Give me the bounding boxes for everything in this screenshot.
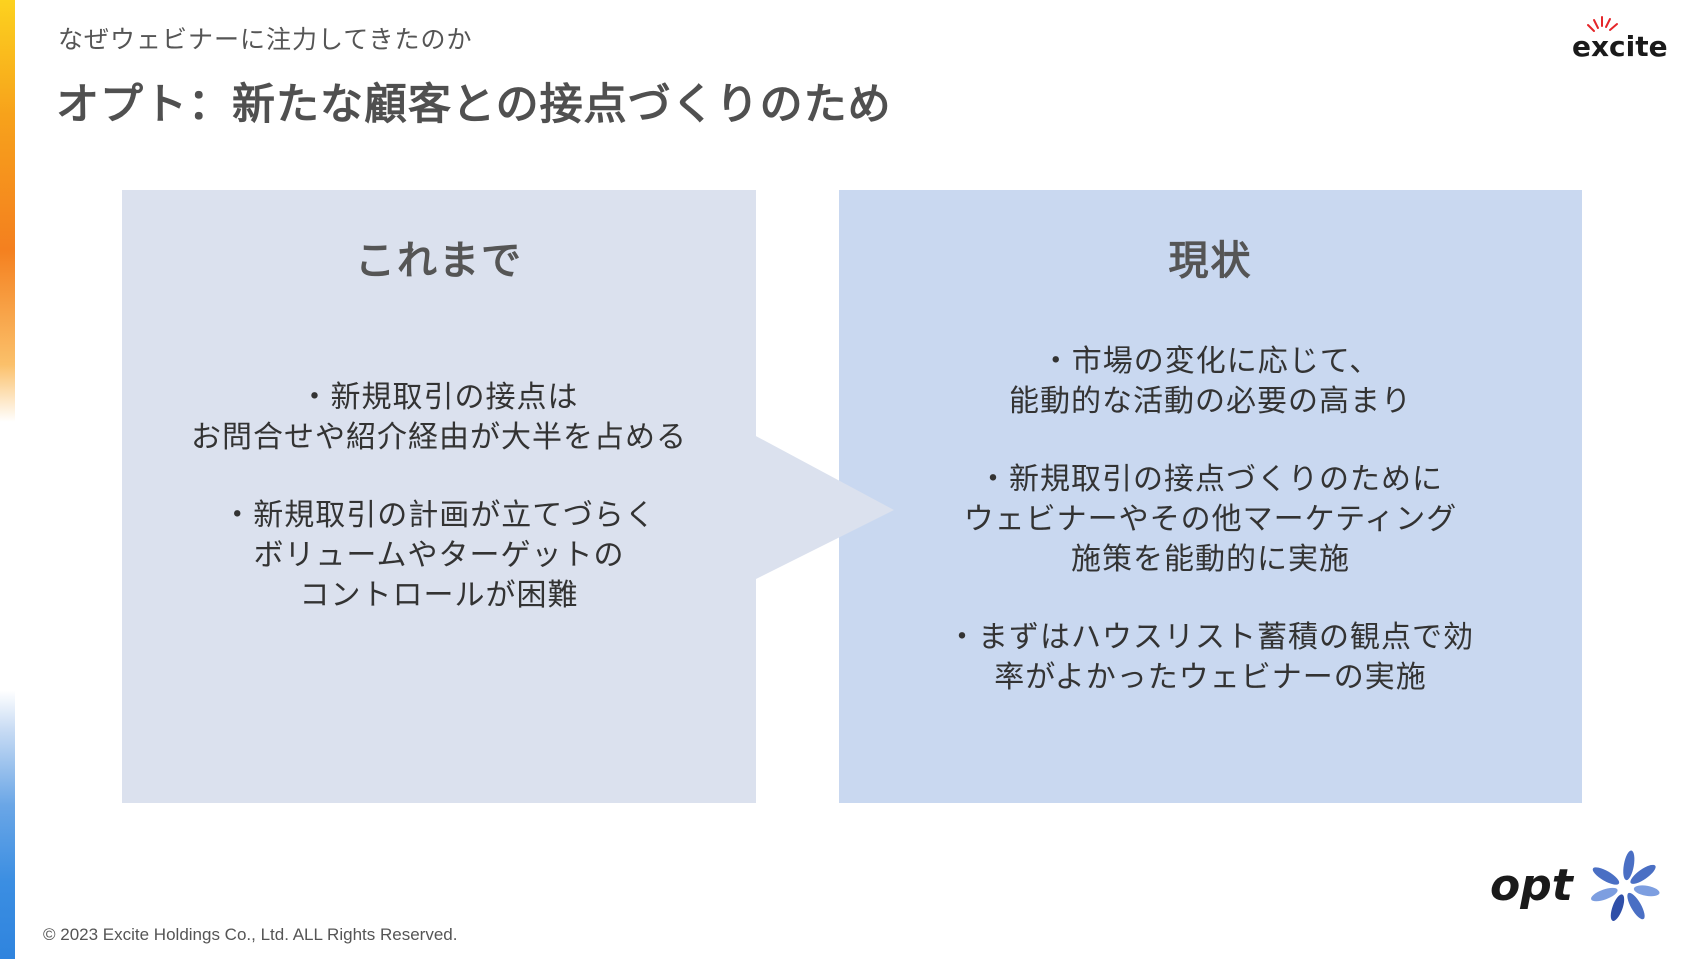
opt-logo-text: opt bbox=[1490, 860, 1575, 911]
panel-before-bullets: ・新規取引の接点は お問合せや紹介経由が大半を占める ・新規取引の計画が立てづら… bbox=[122, 378, 756, 654]
transition-arrow-icon bbox=[754, 435, 949, 580]
bullet-item: ・新規取引の計画が立てづらく ボリュームやターゲットの コントロールが困難 bbox=[222, 498, 656, 613]
excite-logo-text: excite bbox=[1572, 30, 1668, 62]
panel-before-heading: これまで bbox=[355, 238, 523, 284]
bullet-item: ・新規取引の接点は お問合せや紹介経由が大半を占める bbox=[191, 380, 687, 455]
excite-logo-icon: excite bbox=[1572, 16, 1668, 62]
copyright-footer: © 2023 Excite Holdings Co., Ltd. ALL Rig… bbox=[43, 925, 458, 944]
slide-subtitle: なぜウェビナーに注力してきたのか bbox=[58, 25, 473, 54]
panel-now: 現状 ・市場の変化に応じて、 能動的な活動の必要の高まり ・新規取引の接点づくり… bbox=[839, 190, 1582, 803]
left-accent-bar bbox=[0, 0, 15, 959]
panel-before: これまで ・新規取引の接点は お問合せや紹介経由が大半を占める ・新規取引の計画… bbox=[122, 190, 756, 803]
bullet-item: ・まずはハウスリスト蓄積の観点で効 率がよかったウェビナーの実施 bbox=[947, 620, 1474, 695]
panel-now-bullets: ・市場の変化に応じて、 能動的な活動の必要の高まり ・新規取引の接点づくりのため… bbox=[839, 342, 1582, 736]
bullet-item: ・新規取引の接点づくりのために ウェビナーやその他マーケティング 施策を能動的に… bbox=[963, 462, 1458, 577]
slide-title: オプト：新たな顧客との接点づくりのため bbox=[56, 80, 892, 130]
opt-logo-icon: opt bbox=[1490, 850, 1660, 921]
panel-now-heading: 現状 bbox=[1168, 238, 1253, 284]
bullet-item: ・市場の変化に応じて、 能動的な活動の必要の高まり bbox=[1009, 344, 1412, 419]
